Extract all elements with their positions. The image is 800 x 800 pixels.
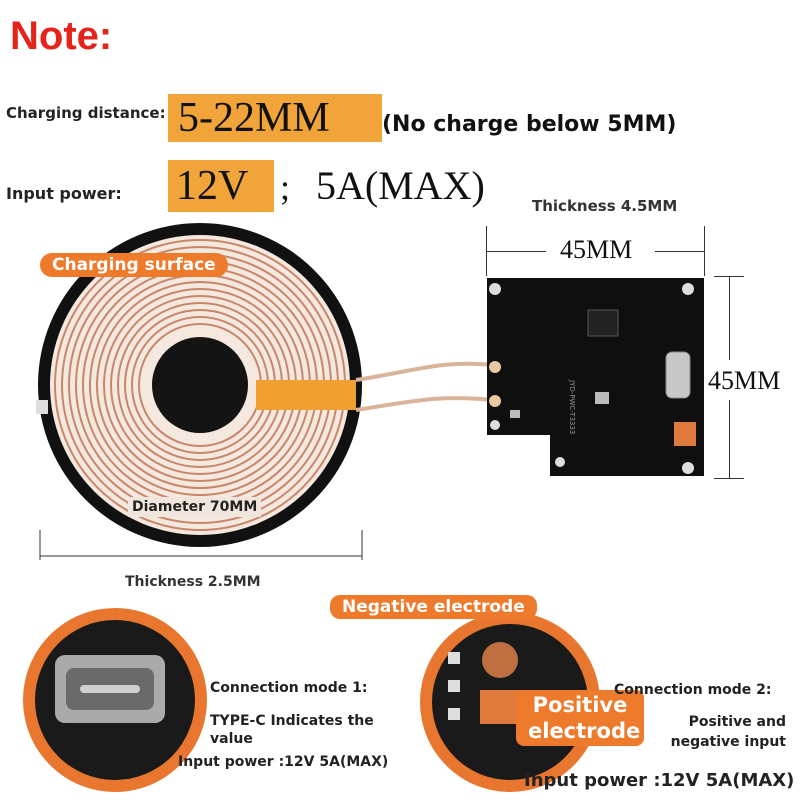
coil-diameter-label: Diameter 70MM (128, 497, 262, 517)
mode1-title: Connection mode 1: (210, 680, 368, 696)
negative-electrode-tag: Negative electrode (330, 595, 537, 619)
power-voltage: 12V (168, 160, 274, 212)
power-current: 5A(MAX) (316, 163, 485, 208)
distance-label: Charging distance: (6, 104, 166, 122)
distance-note: (No charge below 5MM) (382, 112, 677, 137)
pcb-thickness-label: Thickness 4.5MM (532, 197, 678, 215)
coil-image (36, 223, 496, 547)
distance-value: 5-22MM (168, 94, 382, 142)
dim-vline-bottom (729, 400, 730, 478)
mode2-description: Positive and negative input (670, 714, 786, 750)
mode1-power: Input power :12V 5A(MAX) (178, 754, 389, 770)
power-label: Input power: (6, 184, 122, 203)
note-title: Note: (10, 14, 113, 58)
dim-vline-top (729, 276, 730, 360)
type-c-closeup (23, 608, 207, 792)
pcb-width-label: 45MM (560, 235, 633, 264)
dim-guide-bottom (714, 478, 744, 479)
charging-surface-tag: Charging surface (40, 253, 228, 277)
coil-thickness-label: Thickness 2.5MM (125, 574, 261, 590)
dim-guide-right (704, 226, 705, 276)
pcb-silk-text: JYD-PWC-T3333 (568, 379, 576, 434)
pcb-height-label: 45MM (708, 366, 781, 395)
mode1-description: TYPE-C Indicates the value (210, 713, 374, 747)
mode2-title: Connection mode 2: (614, 682, 772, 698)
dim-line-right (655, 251, 704, 252)
dim-line-left (486, 251, 546, 252)
positive-electrode-tag: Positive electrode (516, 690, 644, 746)
power-separator: ; (280, 167, 291, 207)
pcb-image: JYD-PWC-T3333 (487, 278, 704, 476)
mode2-power: Input power :12V 5A(MAX) (524, 770, 795, 791)
